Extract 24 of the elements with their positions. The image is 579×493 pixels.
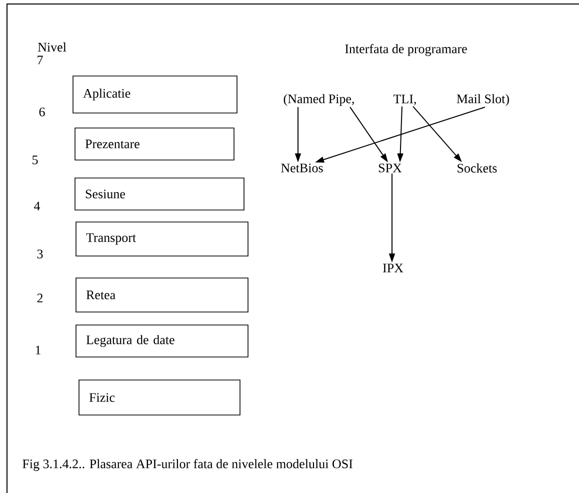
layer-box: Fizic [78, 380, 240, 416]
layer-box: Legatura de date [76, 324, 248, 358]
layer-box: Aplicatie [72, 76, 238, 114]
api-label: IPX [383, 264, 404, 272]
api-label: (Named Pipe, [284, 94, 354, 106]
layer-box: Prezentare [74, 128, 234, 160]
api-label: NetBios [281, 164, 323, 172]
level-number: 5 [32, 156, 38, 164]
level-number: 6 [39, 108, 45, 116]
level-number: 3 [37, 250, 43, 258]
level-number: 1 [36, 346, 40, 354]
api-label: Sockets [458, 163, 497, 173]
layer-box: Transport [76, 222, 248, 256]
layer-box: Retea [76, 278, 248, 312]
heading: Interfata de programare [345, 44, 467, 56]
level-number: 2 [37, 294, 43, 302]
caption: Fig 3.1.4.2.. Plasarea API-urilor fata de nivelele modelului OSI [22, 459, 352, 471]
api-label: TLI, [394, 94, 416, 106]
axis-label: Nivel [38, 42, 66, 52]
level-number: 7 [38, 56, 43, 64]
layer-box: Sesiune [74, 178, 244, 210]
api-label: Mail Slot) [456, 94, 509, 106]
level-number: 4 [34, 202, 40, 210]
api-label: SPX [378, 164, 402, 172]
